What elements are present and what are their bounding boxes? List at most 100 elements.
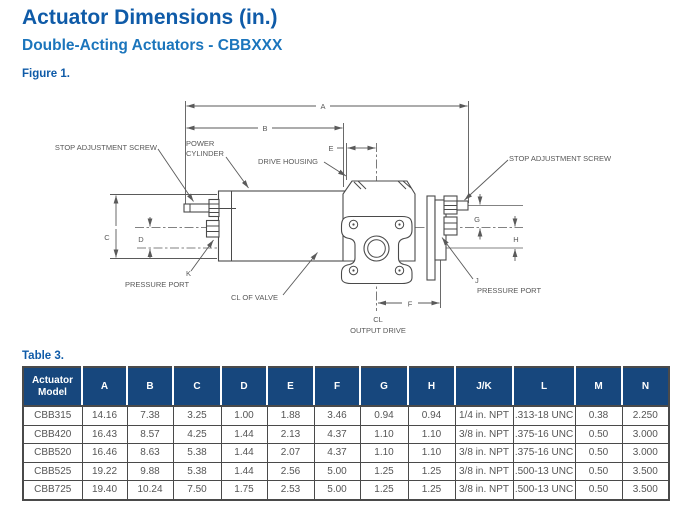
bolt-hole	[348, 219, 359, 230]
table-cell: 1.44	[220, 424, 268, 444]
column-header: B	[126, 367, 173, 407]
table-cell: CBB315	[22, 405, 83, 426]
table-cell: 5.38	[172, 443, 222, 463]
table-row: CBB420 16.43 8.57 4.25 1.44 2.13 4.37 1.…	[22, 424, 670, 444]
dimension-a: A	[186, 102, 468, 111]
dim-a-label: A	[320, 102, 325, 111]
column-header: G	[359, 367, 408, 407]
table-cell: 19.22	[81, 461, 128, 481]
table-cell: 3.500	[621, 480, 670, 500]
table-cell: 10.24	[126, 480, 174, 500]
table-cell: 16.46	[81, 443, 128, 463]
dim-d-label: D	[138, 235, 144, 244]
page-title: Actuator Dimensions (in.)	[22, 6, 278, 29]
callout-leaders	[157, 148, 509, 296]
column-header: L	[512, 367, 575, 407]
dim-g-label: G	[474, 215, 480, 224]
dimension-d: D	[138, 217, 153, 259]
dim-c-label: C	[104, 233, 110, 242]
table-cell: 1.00	[220, 405, 268, 426]
table-cell: 3/8 in. NPT	[454, 424, 514, 444]
dimension-b: B	[186, 124, 343, 133]
table-cell: 1.25	[407, 461, 456, 481]
pressure-port-j-fitting	[443, 216, 458, 236]
table-cell: 0.50	[574, 461, 623, 481]
label-power-cylinder-line1: POWER	[186, 139, 215, 148]
label-cl-of-valve: CL OF VALVE	[231, 293, 278, 302]
table-cell: 1.10	[407, 424, 456, 444]
table-cell: 3.000	[621, 443, 670, 463]
table-cell: CBB525	[22, 461, 83, 481]
label-power-cylinder-line2: CYLINDER	[186, 149, 225, 158]
stop-screw-left-rod	[183, 203, 212, 213]
pressure-port-k-fitting	[205, 219, 220, 238]
table-cell: 3.500	[621, 461, 670, 481]
actuator-dimension-drawing: A B E C D G	[55, 101, 612, 335]
table-cell: 3.000	[621, 424, 670, 444]
table-cell: 1.25	[407, 480, 456, 500]
extension-lines	[110, 101, 469, 308]
table-cell: 3/8 in. NPT	[454, 461, 514, 481]
dim-h-label: H	[513, 235, 518, 244]
table-cell: 2.13	[266, 424, 315, 444]
table-cell: 5.38	[172, 461, 222, 481]
table-cell: 19.40	[81, 480, 128, 500]
table-cell: .375-16 UNC	[512, 443, 576, 463]
table-row: CBB315 14.16 7.38 3.25 1.00 1.88 3.46 0.…	[22, 405, 670, 426]
table-cell: 8.57	[126, 424, 174, 444]
table-cell: 5.00	[313, 480, 361, 500]
table-caption: Table 3.	[22, 350, 64, 362]
table-cell: 0.38	[574, 405, 623, 426]
table-header-row: Actuator Model A B C D E F G H J/K L M N	[23, 367, 669, 407]
table-cell: 1.88	[266, 405, 315, 426]
table-cell: 1.10	[359, 424, 409, 444]
power-cylinder-body	[217, 190, 346, 262]
label-stop-screw-right: STOP ADJUSTMENT SCREW	[509, 154, 612, 163]
table-cell: 2.56	[266, 461, 315, 481]
table-cell: 1.44	[220, 461, 268, 481]
column-header: H	[407, 367, 455, 407]
page-subtitle: Double-Acting Actuators - CBBXXX	[22, 37, 283, 54]
table-cell: 0.94	[407, 405, 456, 426]
table-cell: 1.44	[220, 443, 268, 463]
table-cell: 7.38	[126, 405, 174, 426]
table-row: CBB525 19.22 9.88 5.38 1.44 2.56 5.00 1.…	[22, 461, 670, 481]
table-cell: .375-16 UNC	[512, 424, 576, 444]
table-cell: 3.25	[172, 405, 222, 426]
table-cell: 0.50	[574, 443, 623, 463]
dimension-c: C	[104, 195, 119, 258]
table-cell: 16.43	[81, 424, 128, 444]
column-header: A	[81, 367, 127, 407]
label-port-k-letter: K	[186, 269, 191, 278]
label-cl-output-line1: CL	[373, 315, 383, 324]
table-cell: 14.16	[81, 405, 128, 426]
table-cell: 9.88	[126, 461, 174, 481]
column-header: C	[172, 367, 221, 407]
table-cell: 3/8 in. NPT	[454, 443, 514, 463]
dim-f-label: F	[408, 300, 413, 309]
dimension-e: E	[328, 144, 376, 153]
bolt-hole	[348, 265, 359, 276]
table-cell: 4.37	[313, 443, 361, 463]
dimension-f: F	[378, 300, 440, 309]
dim-b-label: B	[262, 124, 267, 133]
output-flange	[340, 215, 413, 285]
stop-screw-left-assembly	[183, 198, 220, 238]
table-cell: 7.50	[172, 480, 222, 500]
table-cell: CBB420	[22, 424, 83, 444]
label-cl-output-line2: OUTPUT DRIVE	[350, 326, 406, 335]
column-header: F	[313, 367, 360, 407]
table-cell: 0.50	[574, 480, 623, 500]
table-cell: CBB725	[22, 480, 83, 500]
table-cell: 0.94	[359, 405, 409, 426]
actuator-dimensions-table: Actuator Model A B C D E F G H J/K L M N…	[22, 366, 670, 501]
table-cell: 0.50	[574, 424, 623, 444]
table-cell: 4.37	[313, 424, 361, 444]
dimension-g: G	[474, 194, 483, 240]
table-cell: CBB520	[22, 443, 83, 463]
label-port-j-letter: J	[475, 276, 479, 285]
table-cell: 3/8 in. NPT	[454, 480, 514, 500]
table-cell: 1/4 in. NPT	[454, 405, 514, 426]
table-cell: 2.53	[266, 480, 315, 500]
